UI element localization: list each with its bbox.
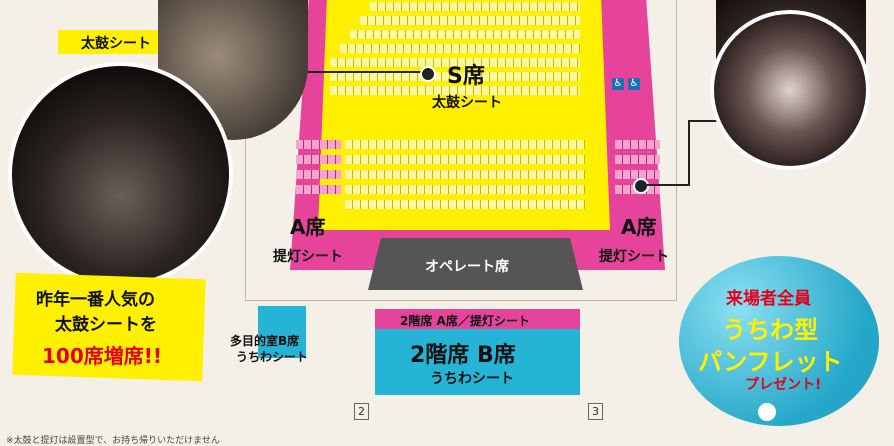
seat-row xyxy=(345,140,585,149)
s-seat-sub: 太鼓シート xyxy=(432,95,502,111)
floor2-b-area xyxy=(375,329,580,395)
seat-row xyxy=(615,155,660,164)
gift-line2: うちわ型 xyxy=(722,316,818,344)
seat-row xyxy=(330,72,580,81)
floor2-a-strip xyxy=(375,309,580,329)
multi-room-line1: 多目的室B席 xyxy=(230,334,300,348)
seat-row xyxy=(340,44,580,53)
theater-outline xyxy=(245,0,677,301)
pointer-dot xyxy=(420,66,436,82)
promo-left-line1: 昨年一番人気の xyxy=(36,290,155,310)
seat-row xyxy=(296,140,341,149)
gift-dot xyxy=(758,403,776,421)
seat-row xyxy=(360,16,580,25)
operate-area xyxy=(368,238,583,290)
gift-line1: 来場者全員 xyxy=(726,289,811,309)
seat-row xyxy=(345,200,585,209)
multi-room-line2: うちわシート xyxy=(236,350,309,364)
pointer-line xyxy=(688,120,723,122)
gift-line3: パンフレット xyxy=(698,348,843,376)
gift-line4: プレゼント! xyxy=(745,377,822,393)
pointer-line xyxy=(280,71,425,73)
footnote: ※太鼓と提灯は設置型で、お持ち帰りいただけません xyxy=(6,436,220,446)
pointer-line xyxy=(688,120,690,186)
a-left-sub: 提灯シート xyxy=(273,249,343,265)
a-right-sub: 提灯シート xyxy=(599,249,669,265)
floor2-b-title: 2階席 B席 xyxy=(410,343,516,368)
multi-room-area xyxy=(258,306,306,358)
seat-row xyxy=(345,170,585,179)
a-right-title: A席 xyxy=(621,215,657,239)
seat-row xyxy=(615,140,660,149)
pointer-dot xyxy=(633,178,649,194)
seat-row xyxy=(296,185,341,194)
taiko-tag-label: 太鼓シート xyxy=(81,36,151,52)
a-left-title: A席 xyxy=(290,215,326,239)
promo-left-line2: 太鼓シートを xyxy=(55,315,157,335)
pointer-line xyxy=(645,184,690,186)
seat-row xyxy=(345,185,585,194)
promo-left-line3: 100席増席!! xyxy=(42,344,162,368)
seat-row xyxy=(370,2,580,11)
audience-photo-left xyxy=(8,62,233,287)
floor2-a-label: 2階席 A席／提灯シート xyxy=(400,314,530,328)
seat-row xyxy=(350,30,580,39)
audience-photo-right-2 xyxy=(710,10,870,170)
floor2-b-sub: うちわシート xyxy=(430,371,514,387)
wheelchair-icon: ♿ xyxy=(628,78,640,90)
seat-row xyxy=(296,170,341,179)
door-3: 3 xyxy=(588,403,603,420)
operate-label: オペレート席 xyxy=(425,259,509,275)
door-2: 2 xyxy=(354,403,369,420)
seat-row xyxy=(330,86,580,95)
s-seat-title: S席 xyxy=(447,64,485,89)
seat-row xyxy=(615,170,660,179)
seat-row xyxy=(330,58,580,67)
seat-row xyxy=(296,155,341,164)
seat-row xyxy=(345,155,585,164)
gift-badge xyxy=(679,256,879,426)
wheelchair-icon: ♿ xyxy=(612,78,624,90)
